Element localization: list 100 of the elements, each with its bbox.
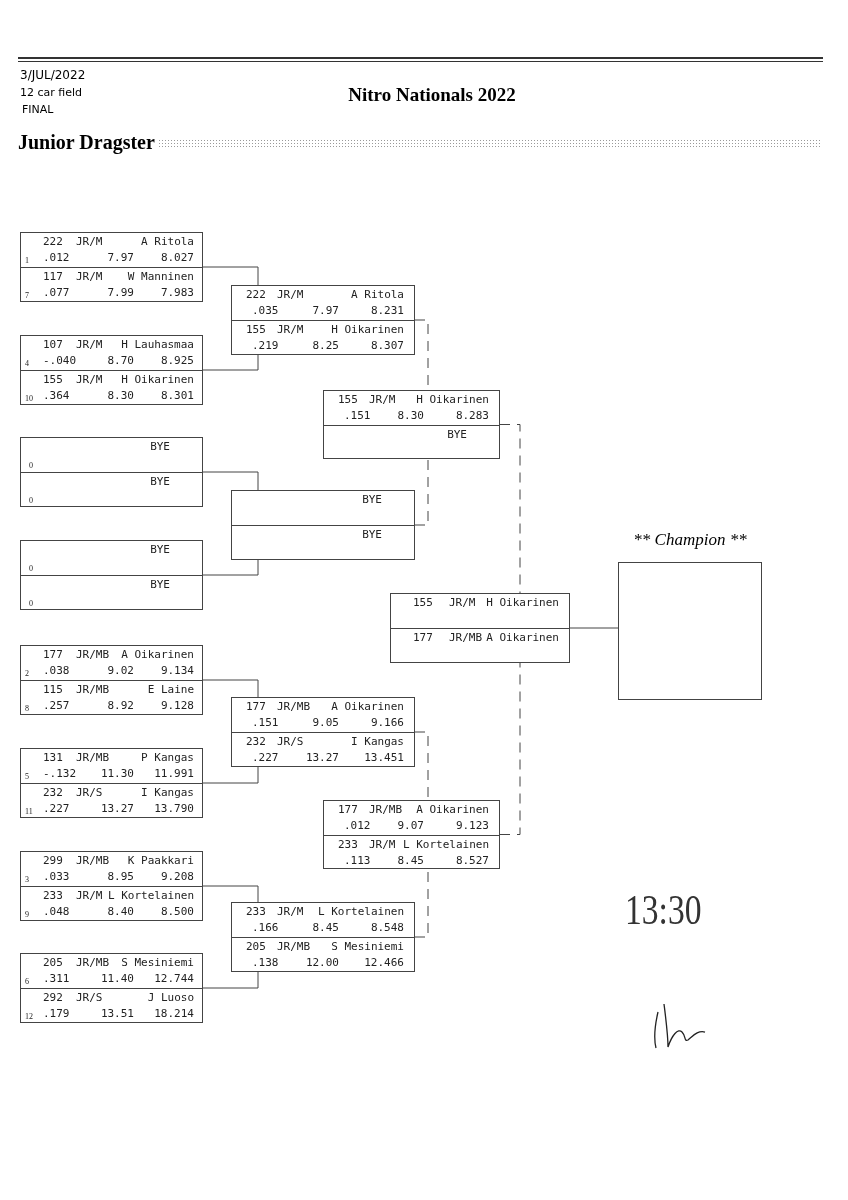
dial-in: 8.95 [107,870,134,884]
class-label: JR/MB [277,940,311,954]
seed-number: 7 [25,290,29,302]
elapsed-time: 8.027 [160,251,194,265]
bracket-line [202,559,259,576]
car-number: 107 [43,338,63,352]
class-label: JR/S [76,991,103,1005]
match-box [231,697,415,767]
reaction-time: .048 [43,905,70,919]
seed-number: 6 [25,976,29,988]
class-label: JR/S [76,786,103,800]
reaction-time: .077 [43,286,70,300]
bracket-line [202,971,259,989]
bracket-line [499,424,521,594]
seed-number: 0 [29,460,33,472]
reaction-time: .166 [252,921,279,935]
handwritten-time: 13:30 [625,886,702,934]
elapsed-time: 13.790 [154,802,194,816]
dial-in: 13.27 [305,751,339,765]
class-label: JR/MB [369,803,403,817]
class-label: JR/MB [76,683,110,697]
seed-number: 9 [25,909,29,921]
reaction-time: .113 [344,853,371,868]
class-label: JR/MB [277,700,311,714]
bye-label: BYE [362,528,382,542]
reaction-time: .038 [43,664,70,678]
driver-name: H Oikarinen [416,393,489,407]
reaction-time: .257 [43,699,70,713]
bracket-line [499,662,521,835]
entry-slot [21,370,202,404]
dial-in: 8.92 [107,699,134,713]
elapsed-time: 9.123 [455,819,489,833]
match-box [231,490,415,560]
dial-in: 9.02 [107,664,134,678]
driver-name: P Kangas [141,751,194,765]
reaction-time: .227 [43,802,70,816]
reaction-time: .012 [344,819,371,833]
driver-name: H Oikarinen [121,373,194,387]
title: Nitro Nationals 2022 [347,84,517,106]
car-number: 131 [43,751,63,765]
reaction-time: .035 [252,304,279,318]
driver-name: L Kortelainen [402,837,489,852]
driver-name: A Oikarinen [331,700,404,714]
class-label: JR/M [277,905,304,919]
car-number: 155 [413,596,433,610]
champion-heading: ** Champion ** [632,530,748,550]
driver-name: W Manninen [127,270,194,284]
bracket-line [569,627,619,629]
dial-in: 7.97 [312,304,339,318]
class-label: JR/MB [449,631,483,645]
elapsed-time: 8.548 [370,921,404,935]
class-label: JR/M [277,288,304,302]
seed-number: 3 [25,874,29,886]
match-box [390,593,570,663]
dial-in: 9.07 [397,819,424,833]
dial-in: 8.30 [397,409,424,423]
car-number: 205 [43,956,63,970]
car-number: 177 [338,803,358,817]
match-box [231,902,415,972]
match-box [20,232,203,302]
dial-in: 8.40 [107,905,134,919]
class-label: JR/M [76,235,103,249]
seed-number: 1 [25,255,29,267]
driver-name: I Kangas [351,735,404,749]
dial-in: 13.51 [100,1007,134,1021]
car-number: 232 [43,786,63,800]
class-label: JR/MB [76,854,110,868]
elapsed-time: 8.301 [160,389,194,403]
entry-slot [21,783,202,817]
entry-slot [21,988,202,1022]
car-number: 177 [246,700,266,714]
entry-slot [21,472,202,506]
driver-name: S Mesiniemi [331,940,404,954]
bracket-line [202,471,259,491]
class-label: JR/M [277,323,304,337]
driver-name: H Lauhasmaa [121,338,194,352]
driver-name: A Ritola [141,235,194,249]
dial-in: 11.40 [100,972,134,986]
class-heading: Junior Dragster [18,131,155,154]
car-number: 222 [43,235,63,249]
car-number: 205 [246,940,266,954]
driver-name: I Kangas [141,786,194,800]
match-box [20,953,203,1023]
car-number: 155 [43,373,63,387]
driver-name: A Oikarinen [486,631,559,645]
car-number: 299 [43,854,63,868]
class-label: JR/MB [76,956,110,970]
reaction-time: .179 [43,1007,70,1021]
elapsed-time: 18.214 [154,1007,194,1021]
dial-in: 8.45 [312,921,339,935]
reaction-time: .311 [43,972,70,986]
reaction-time: .219 [252,339,279,353]
dial-in: 8.45 [397,853,424,868]
driver-name: S Mesiniemi [121,956,194,970]
reaction-time: .138 [252,956,279,970]
bye-label: BYE [447,427,467,442]
class-label: JR/M [76,373,103,387]
entry-slot [21,575,202,609]
car-number: 117 [43,270,63,284]
dial-in: 7.99 [107,286,134,300]
